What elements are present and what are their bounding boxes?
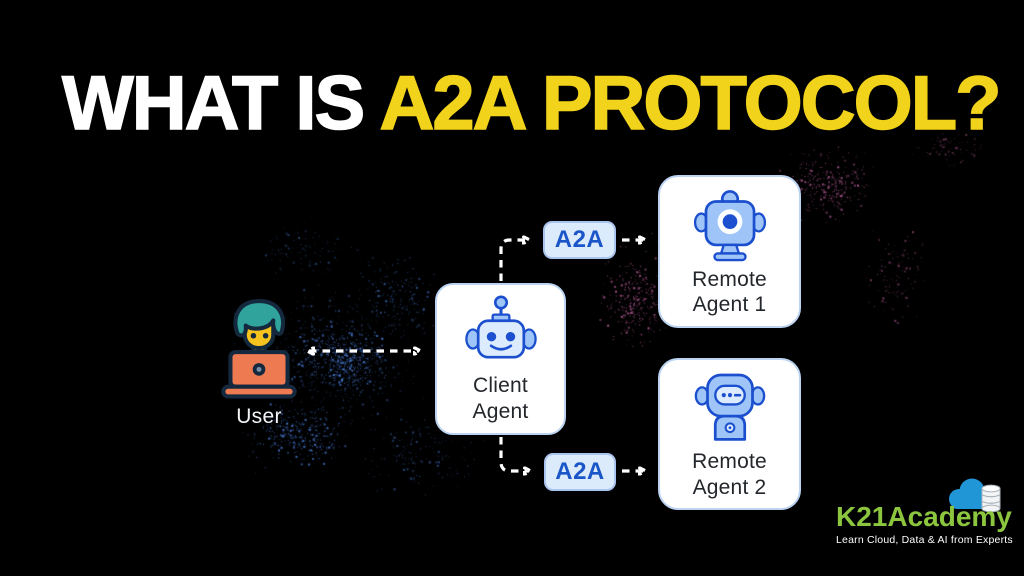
user-figure: User bbox=[218, 297, 300, 429]
client-agent-label: Client Agent bbox=[472, 374, 529, 423]
brand-name: K21Academy bbox=[836, 501, 1012, 532]
remote-robot-1-icon bbox=[693, 189, 766, 262]
user-label: User bbox=[236, 405, 282, 428]
remote-agent-2-label: Remote Agent 2 bbox=[692, 450, 767, 499]
remote-robot-2-icon bbox=[694, 373, 765, 442]
a2a-badge-2: A2A bbox=[544, 453, 616, 491]
page-title: WHAT IS A2A PROTOCOL? bbox=[61, 65, 1002, 143]
title-prefix: WHAT IS bbox=[61, 61, 366, 146]
cloud-database-icon bbox=[949, 478, 1001, 513]
brand-tagline: Learn Cloud, Data & AI from Experts bbox=[836, 534, 1013, 546]
brand-logo: K21Academy Learn Cloud, Data & AI from E… bbox=[836, 478, 1014, 546]
remote-agent-1-box: Remote Agent 1 bbox=[658, 175, 801, 328]
user-icon bbox=[221, 299, 297, 399]
remote-agent-1-label: Remote Agent 1 bbox=[692, 267, 767, 316]
client-robot-icon bbox=[464, 295, 537, 359]
title-highlight: A2A PROTOCOL? bbox=[379, 61, 1003, 146]
remote-agent-2-box: Remote Agent 2 bbox=[658, 358, 801, 510]
client-agent-box: Client Agent bbox=[435, 283, 566, 435]
a2a-badge-1: A2A bbox=[543, 221, 616, 259]
